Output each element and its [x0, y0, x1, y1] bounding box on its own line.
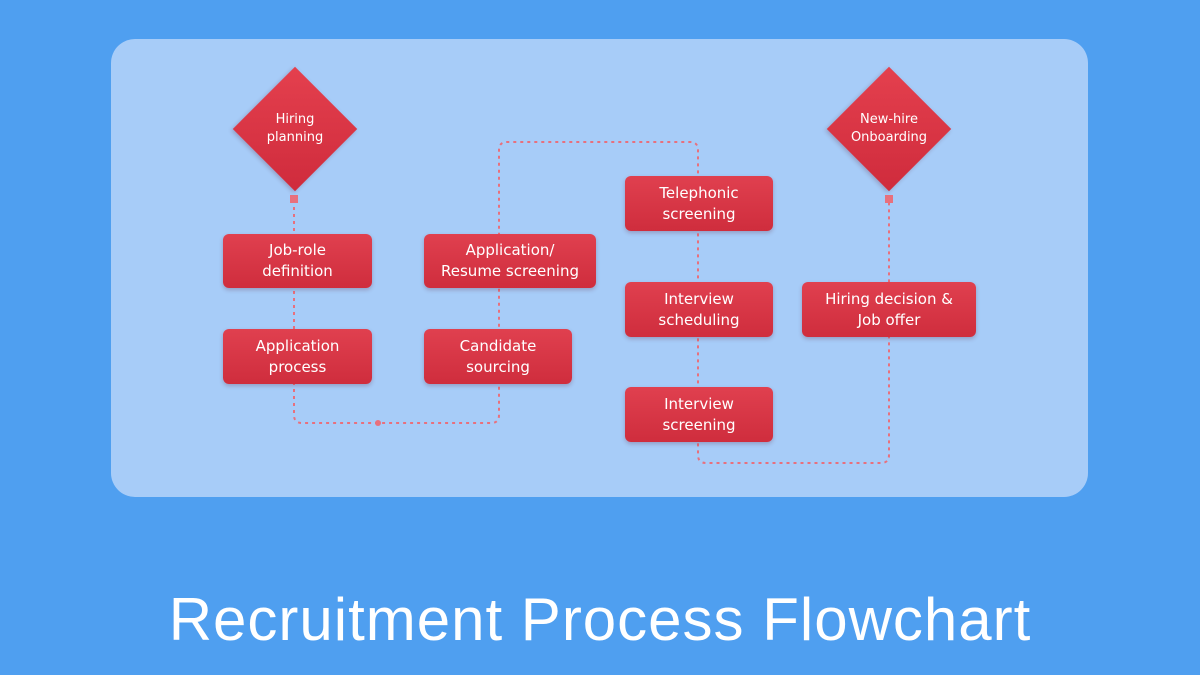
node-label: Interview screening: [662, 394, 736, 434]
node-interview-screening: Interview screening: [625, 387, 773, 442]
decision-new-hire-onboarding: New-hire Onboarding: [826, 66, 952, 192]
node-label: Application/ Resume screening: [441, 241, 579, 280]
node-label: Application process: [255, 336, 340, 376]
node-label: Candidate sourcing: [459, 336, 537, 376]
node-job-role-definition: Job-role definition: [223, 234, 372, 288]
node-interview-scheduling: Interview scheduling: [625, 282, 773, 337]
node-label: Job-role definition: [262, 241, 333, 280]
node-hiring-decision-job-offer: Hiring decision & Job offer: [802, 282, 976, 337]
node-label: New-hire Onboarding: [850, 112, 928, 145]
node-label: Telephonic screening: [659, 183, 739, 223]
node-application-resume-screening: Application/ Resume screening: [424, 234, 596, 288]
node-application-process: Application process: [223, 329, 372, 384]
node-label: Hiring planning: [266, 112, 324, 145]
node-candidate-sourcing: Candidate sourcing: [424, 329, 572, 384]
node-label: Interview scheduling: [658, 289, 740, 329]
decision-hiring-planning: Hiring planning: [232, 66, 358, 192]
node-telephonic-screening: Telephonic screening: [625, 176, 773, 231]
node-label: Hiring decision & Job offer: [825, 289, 953, 329]
page-title: Recruitment Process Flowchart: [168, 586, 1032, 653]
